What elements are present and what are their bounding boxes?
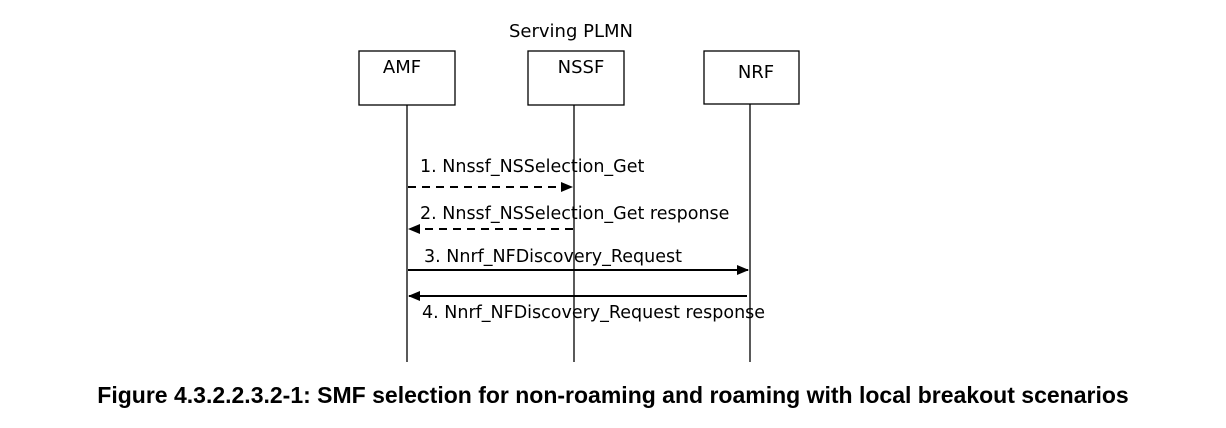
nssf-node: NSSF <box>527 50 625 106</box>
message-3: 3. Nnrf_NFDiscovery_Request <box>408 247 749 275</box>
message-1: 1. Nnssf_NSSelection_Get <box>408 157 645 192</box>
amf-node-label: AMF <box>383 57 421 78</box>
amf-node-box <box>358 50 456 106</box>
figure-caption: Figure 4.3.2.2.3.2-1: SMF selection for … <box>97 382 1129 408</box>
sequence-diagram: Serving PLMN AMF NSSF NRF 1. Nnssf_NSSel… <box>358 21 800 362</box>
nssf-node-box <box>527 50 625 106</box>
nrf-node: NRF <box>703 50 800 105</box>
nrf-node-box <box>703 50 800 105</box>
nssf-node-label: NSSF <box>558 57 605 78</box>
amf-node: AMF <box>358 50 456 106</box>
message-2-label: 2. Nnssf_NSSelection_Get response <box>420 204 729 224</box>
message-4: 4. Nnrf_NFDiscovery_Request response <box>408 291 765 323</box>
nrf-node-label: NRF <box>738 62 774 83</box>
message-3-label: 3. Nnrf_NFDiscovery_Request <box>424 247 682 267</box>
message-4-label: 4. Nnrf_NFDiscovery_Request response <box>422 303 765 323</box>
message-2: 2. Nnssf_NSSelection_Get response <box>408 204 729 234</box>
message-1-label: 1. Nnssf_NSSelection_Get <box>420 157 645 177</box>
serving-plmn-label: Serving PLMN <box>509 21 633 42</box>
